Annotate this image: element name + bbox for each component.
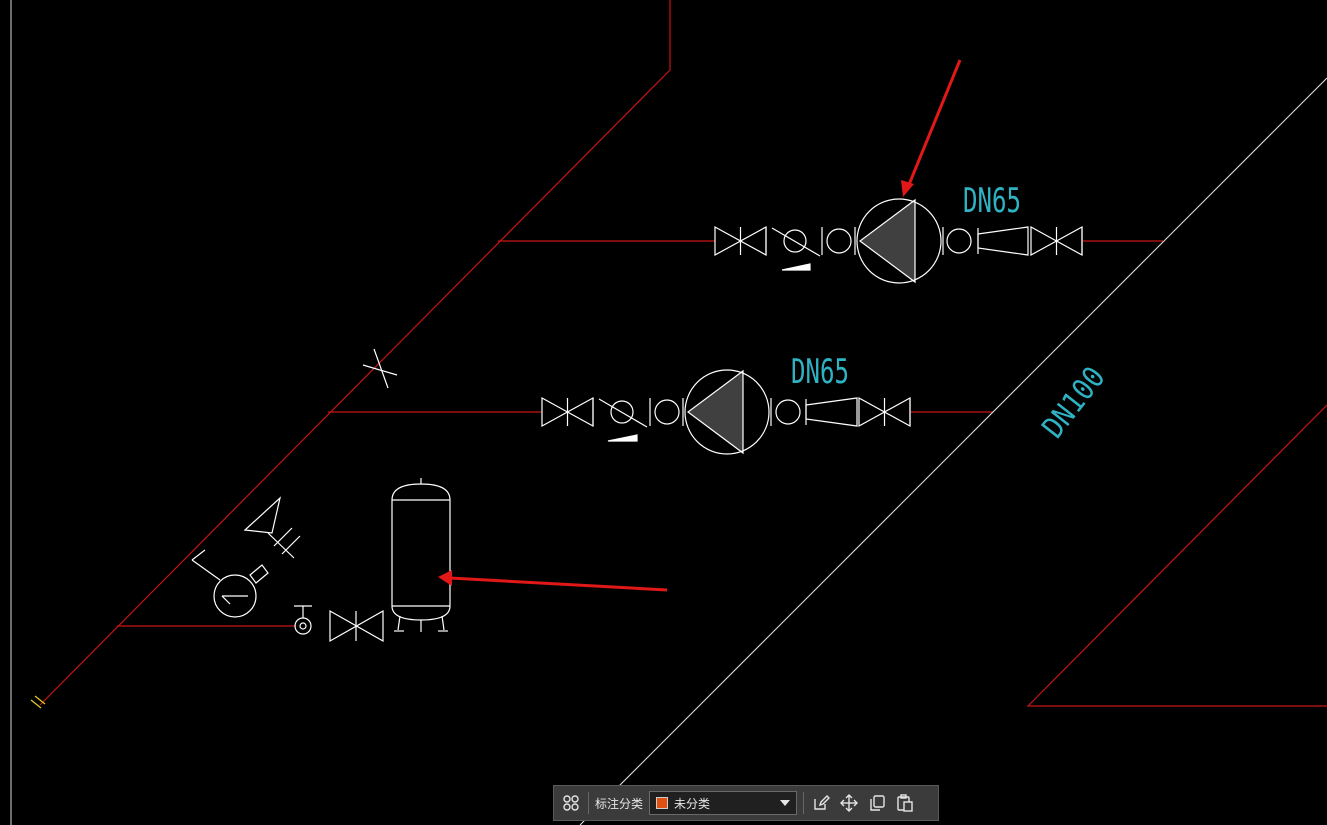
pressure-gauge-icon (213, 574, 257, 618)
arrow-head-icon (901, 180, 914, 197)
drain-valve-icon (294, 617, 312, 635)
flow-arrow-icon (607, 434, 638, 442)
upper-pump-assembly (714, 198, 1083, 284)
chevron-down-icon (780, 800, 791, 806)
category-select-value: 未分类 (674, 796, 711, 811)
category-label: 标注分类 (595, 796, 644, 811)
pump-icon (684, 369, 770, 455)
funnel-icon (243, 496, 282, 534)
flow-arrow-icon (781, 263, 811, 271)
pipe-network (39, 0, 1327, 707)
rubber-joint-icon (826, 228, 852, 254)
category-color-swatch (656, 797, 669, 809)
pump-icon (856, 198, 942, 284)
toolbar-divider (803, 792, 805, 814)
move-icon[interactable] (838, 792, 860, 814)
copy-icon[interactable] (866, 792, 888, 814)
lower-pump-assembly (541, 369, 911, 455)
annotation-toolbar: 标注分类 未分类 (553, 785, 939, 821)
rubber-joint-icon (654, 399, 680, 425)
annotation-arrows (438, 59, 962, 592)
grid-icon[interactable] (560, 792, 582, 814)
rubber-joint-icon (946, 228, 972, 254)
check-valve-icon (610, 400, 634, 424)
gate-valve-icon (329, 609, 384, 643)
upper-pump-size-label: DN65 (963, 181, 1021, 221)
main-pipe-size-label: DN100 (1036, 360, 1113, 445)
reducer-icon (977, 226, 1029, 256)
check-valve-icon (783, 229, 807, 253)
pressure-tank-assembly (191, 478, 451, 643)
category-select[interactable]: 未分类 (649, 791, 798, 815)
paste-icon[interactable] (894, 792, 916, 814)
rubber-joint-icon (775, 399, 801, 425)
main-pipe-line (579, 77, 1327, 825)
pipe-end-icon (30, 695, 46, 709)
reducer-icon (805, 397, 858, 427)
arrow-head-icon (438, 570, 452, 586)
pipe-break-icon (362, 348, 398, 389)
pressure-tank-icon (391, 483, 451, 621)
toolbar-divider (588, 792, 589, 814)
lower-pump-size-label: DN65 (791, 352, 849, 392)
edit-icon[interactable] (810, 792, 832, 814)
